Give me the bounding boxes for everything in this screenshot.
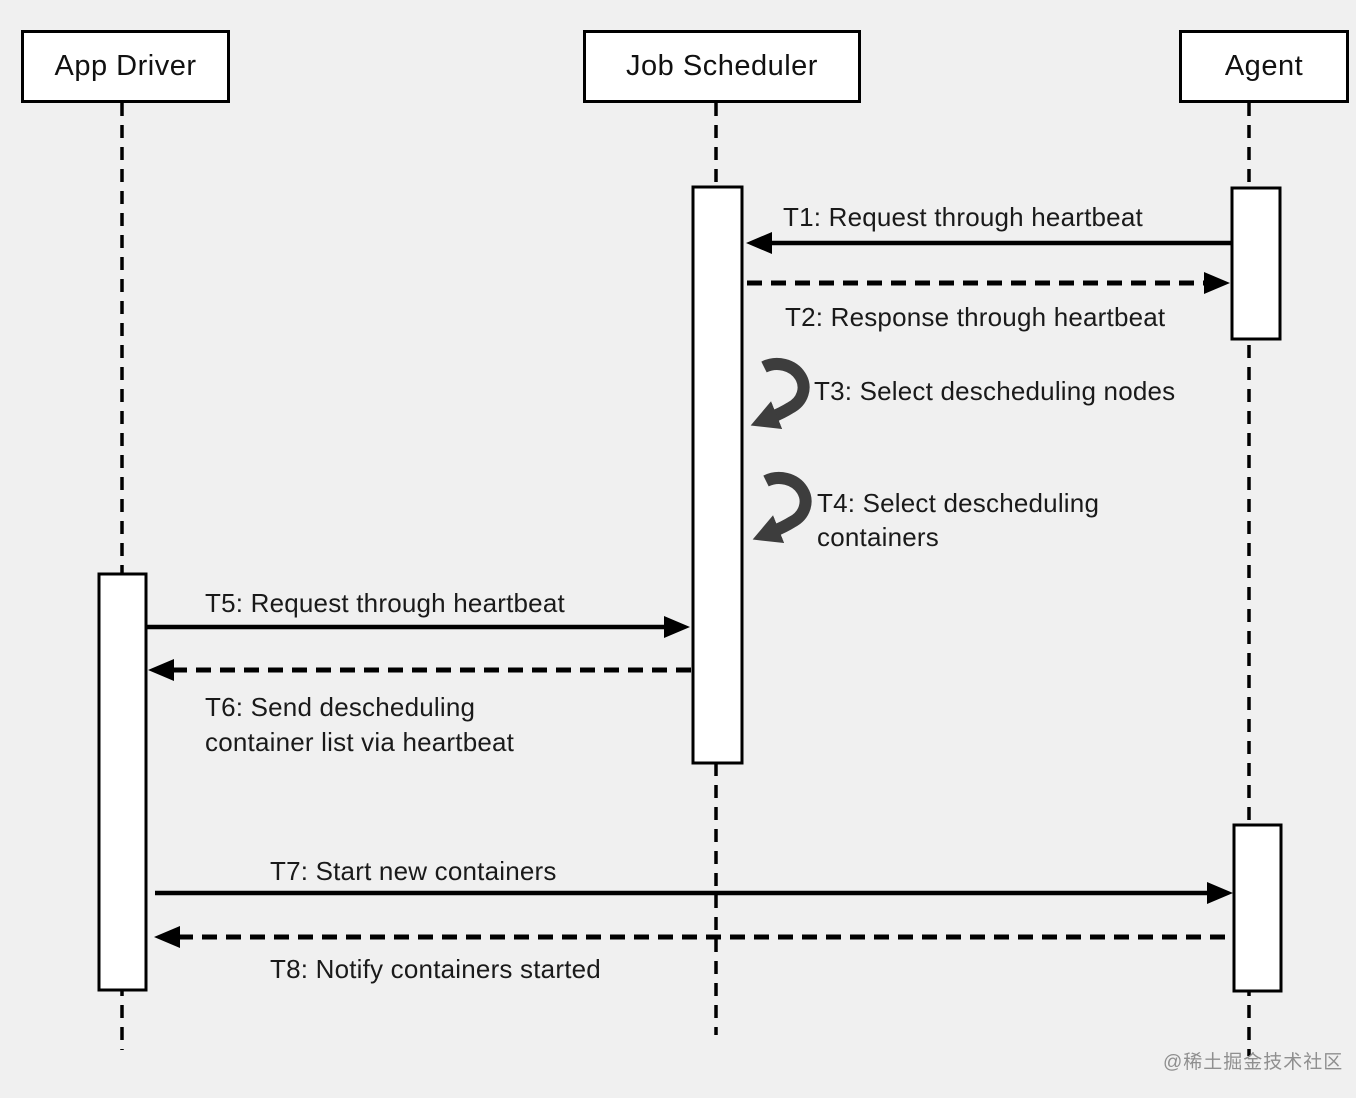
message-t5-label: T5: Request through heartbeat	[205, 588, 565, 618]
watermark-text: @稀土掘金技术社区	[1163, 1052, 1344, 1073]
self-loop-icon-t4	[752, 472, 812, 544]
message-t7-arrow	[155, 882, 1233, 904]
activation-agent-1	[1230, 186, 1282, 341]
message-t8-label: T8: Notify containers started	[270, 954, 601, 984]
message-t1-arrow	[746, 232, 1232, 254]
participant-job-scheduler: Job Scheduler	[583, 30, 861, 103]
message-t6-label: T6: Send descheduling container list via…	[205, 692, 515, 757]
message-t2-label: T2: Response through heartbeat	[785, 302, 1166, 332]
message-t4-label: T4: Select descheduling containers	[817, 488, 1100, 552]
message-t3-label: T3: Select descheduling nodes	[814, 376, 1176, 406]
message-t2-arrow	[747, 272, 1230, 294]
message-t1-label: T1: Request through heartbeat	[783, 202, 1143, 232]
message-t7-label: T7: Start new containers	[270, 856, 557, 886]
participant-agent-label: Agent	[1224, 50, 1304, 82]
activation-job-scheduler	[691, 185, 744, 765]
participant-agent: Agent	[1179, 30, 1349, 103]
participant-app-driver: App Driver	[21, 30, 230, 103]
message-t5-arrow	[146, 616, 690, 638]
participant-app-driver-label: App Driver	[54, 50, 197, 82]
participant-job-scheduler-label: Job Scheduler	[626, 50, 818, 82]
activation-app-driver	[97, 572, 148, 992]
activation-agent-2	[1232, 823, 1283, 993]
message-t6-arrow	[148, 659, 692, 681]
self-loop-icon-t3	[750, 358, 810, 430]
message-t8-arrow	[154, 926, 1234, 948]
